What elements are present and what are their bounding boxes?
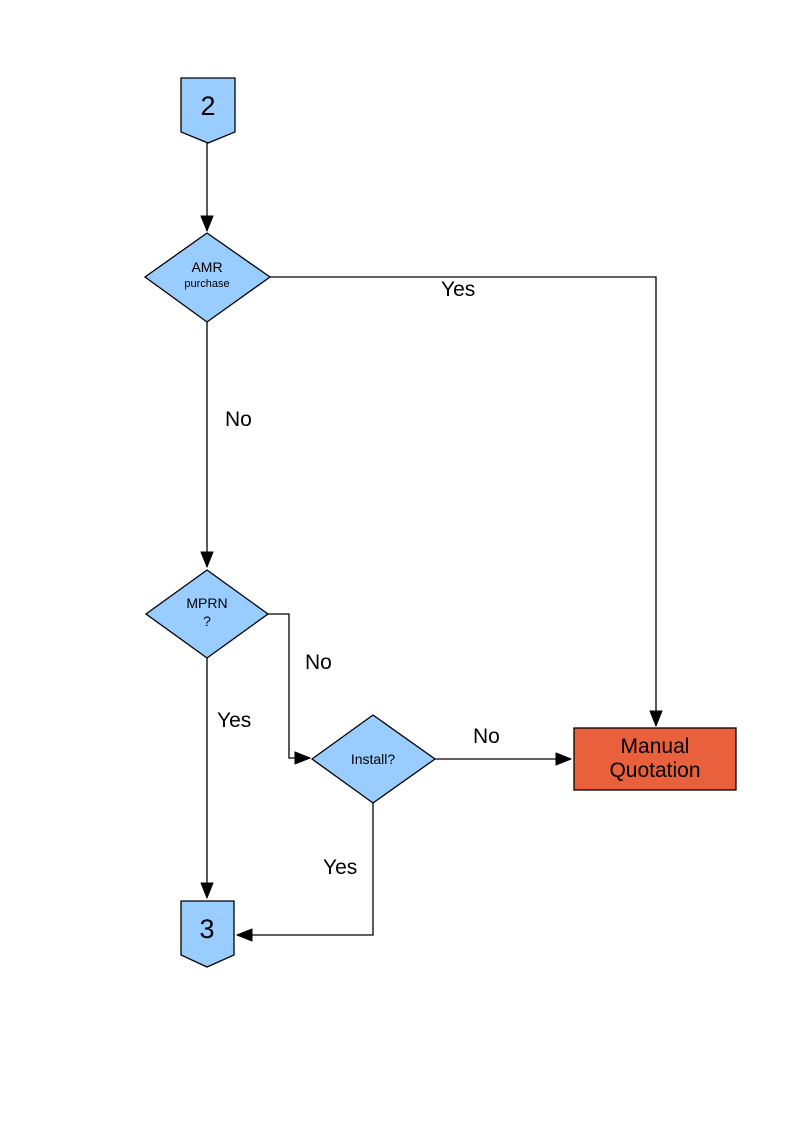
edge-install-yes-to-connector3	[237, 803, 374, 935]
edge-amr-yes-to-manual-quotation	[270, 276, 656, 726]
node-mprn: MPRN ?	[144, 569, 270, 659]
mprn-diamond	[144, 569, 270, 659]
edge-labels: Yes No No Yes No Yes	[217, 278, 500, 879]
label-install-yes: Yes	[323, 856, 357, 879]
label-amr-no: No	[225, 408, 252, 431]
amr-purchase-label-line1: AMR	[191, 259, 222, 275]
off-page-connector-3-shape	[180, 900, 235, 968]
edge-mprn-no-to-install	[268, 613, 310, 758]
amr-purchase-label-line2: purchase	[184, 278, 229, 290]
label-mprn-no: No	[305, 651, 332, 674]
install-diamond	[310, 714, 437, 804]
node-connector-3: 3	[180, 900, 235, 968]
edges	[207, 143, 656, 935]
node-manual-quotation: Manual Quotation	[573, 727, 737, 791]
install-label: Install?	[351, 751, 396, 767]
node-install: Install?	[310, 714, 437, 804]
label-mprn-yes: Yes	[217, 709, 251, 732]
manual-quotation-label-line2: Quotation	[609, 759, 700, 782]
mprn-label-line1: MPRN	[186, 595, 227, 611]
mprn-label-line2: ?	[203, 613, 211, 629]
connector-3-label: 3	[199, 914, 214, 944]
label-amr-yes: Yes	[441, 278, 475, 301]
off-page-connector-2-shape	[180, 77, 236, 144]
amr-purchase-diamond	[143, 232, 272, 323]
node-connector-2: 2	[180, 77, 236, 144]
manual-quotation-box	[573, 727, 737, 791]
label-install-no: No	[473, 725, 500, 748]
connector-2-label: 2	[200, 91, 215, 121]
manual-quotation-label-line1: Manual	[621, 735, 690, 758]
node-amr-purchase: AMR purchase	[143, 232, 272, 323]
